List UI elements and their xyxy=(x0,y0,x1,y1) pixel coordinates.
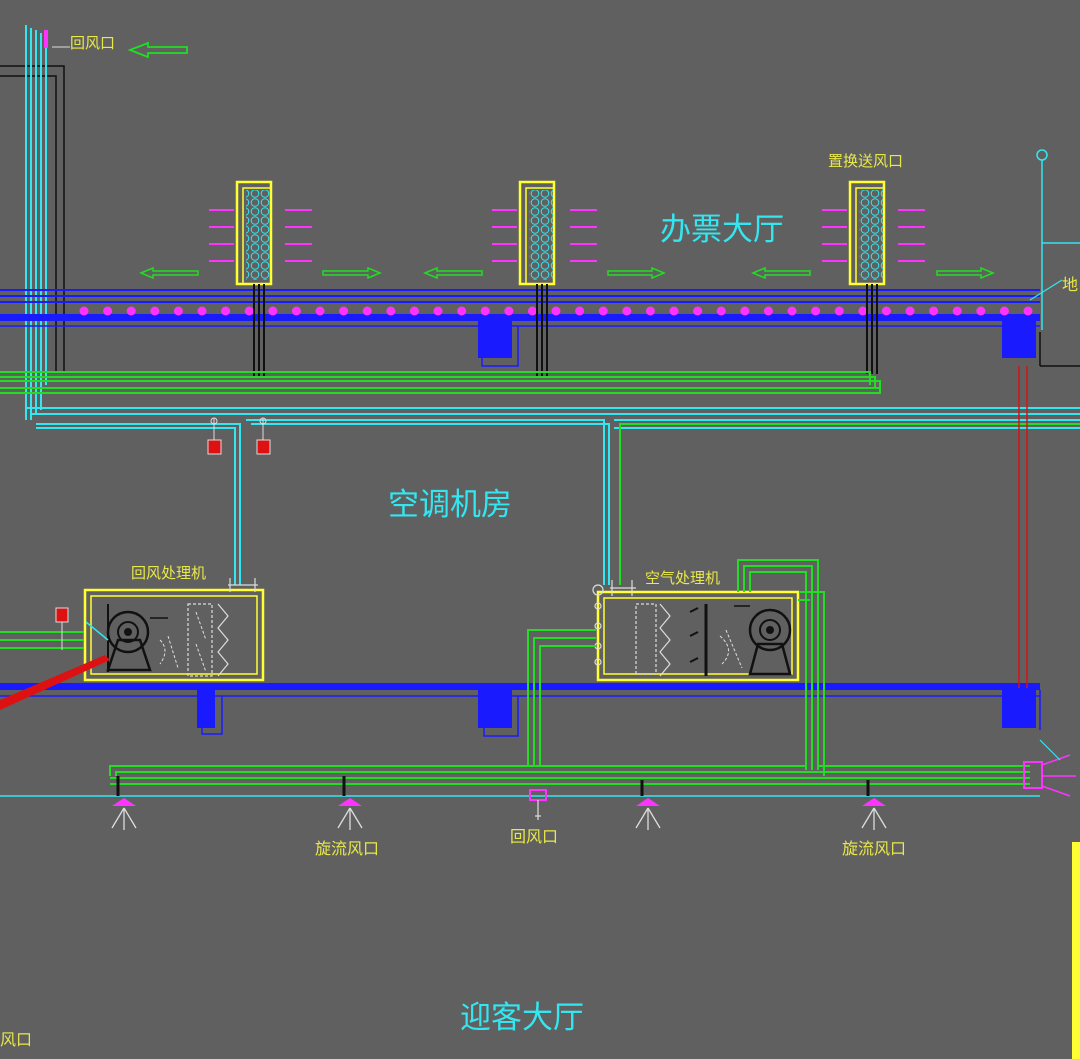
floor-diffuser xyxy=(834,306,844,316)
supply-duct-lower xyxy=(109,765,1030,785)
floor-diffuser xyxy=(173,306,183,316)
label-swirl-outlet-left: 旋流风口 xyxy=(315,839,379,858)
damper-left xyxy=(207,417,222,455)
machine-room-green-duct xyxy=(619,423,1080,585)
floor-diffuser xyxy=(480,306,490,316)
floor-diffuser xyxy=(905,306,915,316)
floor-diffuser xyxy=(811,306,821,316)
floor-diffuser xyxy=(976,306,986,316)
label-return-air-outlet-top: 回风口 xyxy=(70,34,115,52)
outlet-drop-ducts xyxy=(253,284,878,378)
red-vertical-pipes xyxy=(1018,366,1028,688)
floor-diffuser xyxy=(622,306,632,316)
floor-diffuser xyxy=(291,306,301,316)
return-duct-horizontal xyxy=(25,407,1080,585)
label-return-air-handler: 回风处理机 xyxy=(131,564,206,582)
return-grille-bottom xyxy=(529,789,547,820)
floor-diffuser xyxy=(575,306,585,316)
label-swirl-outlet-right: 旋流风口 xyxy=(842,839,906,858)
swirl-diffuser-2 xyxy=(337,776,363,830)
floor-diffuser xyxy=(740,306,750,316)
floor-diffuser xyxy=(999,306,1009,316)
floor-diffuser-row xyxy=(79,306,1033,316)
floor-diffuser xyxy=(315,306,325,316)
label-displacement-supply-outlet: 置换送风口 xyxy=(828,152,903,170)
floor-diffuser xyxy=(693,306,703,316)
label-bottom-left-partial: 风口 xyxy=(0,1030,32,1049)
red-exhaust-pipe xyxy=(0,655,110,710)
displacement-outlet-2 xyxy=(423,180,666,286)
floor-diffuser xyxy=(79,306,89,316)
floor-diffuser xyxy=(952,306,962,316)
floor-diffuser xyxy=(126,306,136,316)
floor-diffuser xyxy=(197,306,207,316)
top-return-outlet xyxy=(44,30,70,48)
swirl-diffuser-1 xyxy=(111,776,137,830)
floor-diffuser xyxy=(386,306,396,316)
supply-duct-upper xyxy=(0,371,881,394)
floor-diffuser xyxy=(645,306,655,316)
floor-diffuser xyxy=(551,306,561,316)
label-air-handler: 空气处理机 xyxy=(645,569,720,587)
side-diffuser-right xyxy=(1023,739,1076,797)
supply-duct-machine-room xyxy=(527,559,825,776)
floor-diffuser xyxy=(669,306,679,316)
label-return-air-outlet-bottom: 回风口 xyxy=(510,827,558,846)
airflow-arrow-icon xyxy=(127,41,188,59)
floor-diffuser xyxy=(339,306,349,316)
label-ticket-hall: 办票大厅 xyxy=(660,212,784,248)
floor-diffuser xyxy=(763,306,773,316)
displacement-outlet-3 xyxy=(751,180,995,286)
swirl-diffuser-3 xyxy=(635,780,661,830)
floor-diffuser xyxy=(787,306,797,316)
building-outline xyxy=(0,65,1080,372)
floor-diffuser xyxy=(150,306,160,316)
floor-diffuser xyxy=(103,306,113,316)
label-reception-hall: 迎客大厅 xyxy=(460,1000,584,1036)
swirl-diffuser-4 xyxy=(861,780,887,830)
return-air-handler-unit xyxy=(83,578,265,682)
label-floor-partial: 地 xyxy=(1062,275,1078,294)
machine-room-floor-slab xyxy=(0,683,1041,737)
damper-right xyxy=(256,417,271,455)
yellow-column-edge xyxy=(1072,842,1080,1059)
floor-diffuser xyxy=(362,306,372,316)
label-ac-machine-room: 空调机房 xyxy=(388,487,512,523)
floor-diffuser xyxy=(409,306,419,316)
floor-diffuser xyxy=(221,306,231,316)
floor-diffuser xyxy=(929,306,939,316)
floor-diffuser xyxy=(858,306,868,316)
floor-diffuser xyxy=(244,306,254,316)
floor-diffuser xyxy=(457,306,467,316)
floor-diffuser xyxy=(527,306,537,316)
right-riser xyxy=(1029,149,1080,330)
floor-diffuser xyxy=(504,306,514,316)
floor-diffuser xyxy=(716,306,726,316)
floor-diffuser xyxy=(268,306,278,316)
floor-diffuser xyxy=(598,306,608,316)
air-handler-unit xyxy=(592,580,800,682)
outdoor-air-inlet xyxy=(0,607,109,650)
floor-diffuser xyxy=(881,306,891,316)
displacement-outlet-1 xyxy=(139,180,382,286)
floor-diffuser xyxy=(433,306,443,316)
floor-diffuser xyxy=(1023,306,1033,316)
